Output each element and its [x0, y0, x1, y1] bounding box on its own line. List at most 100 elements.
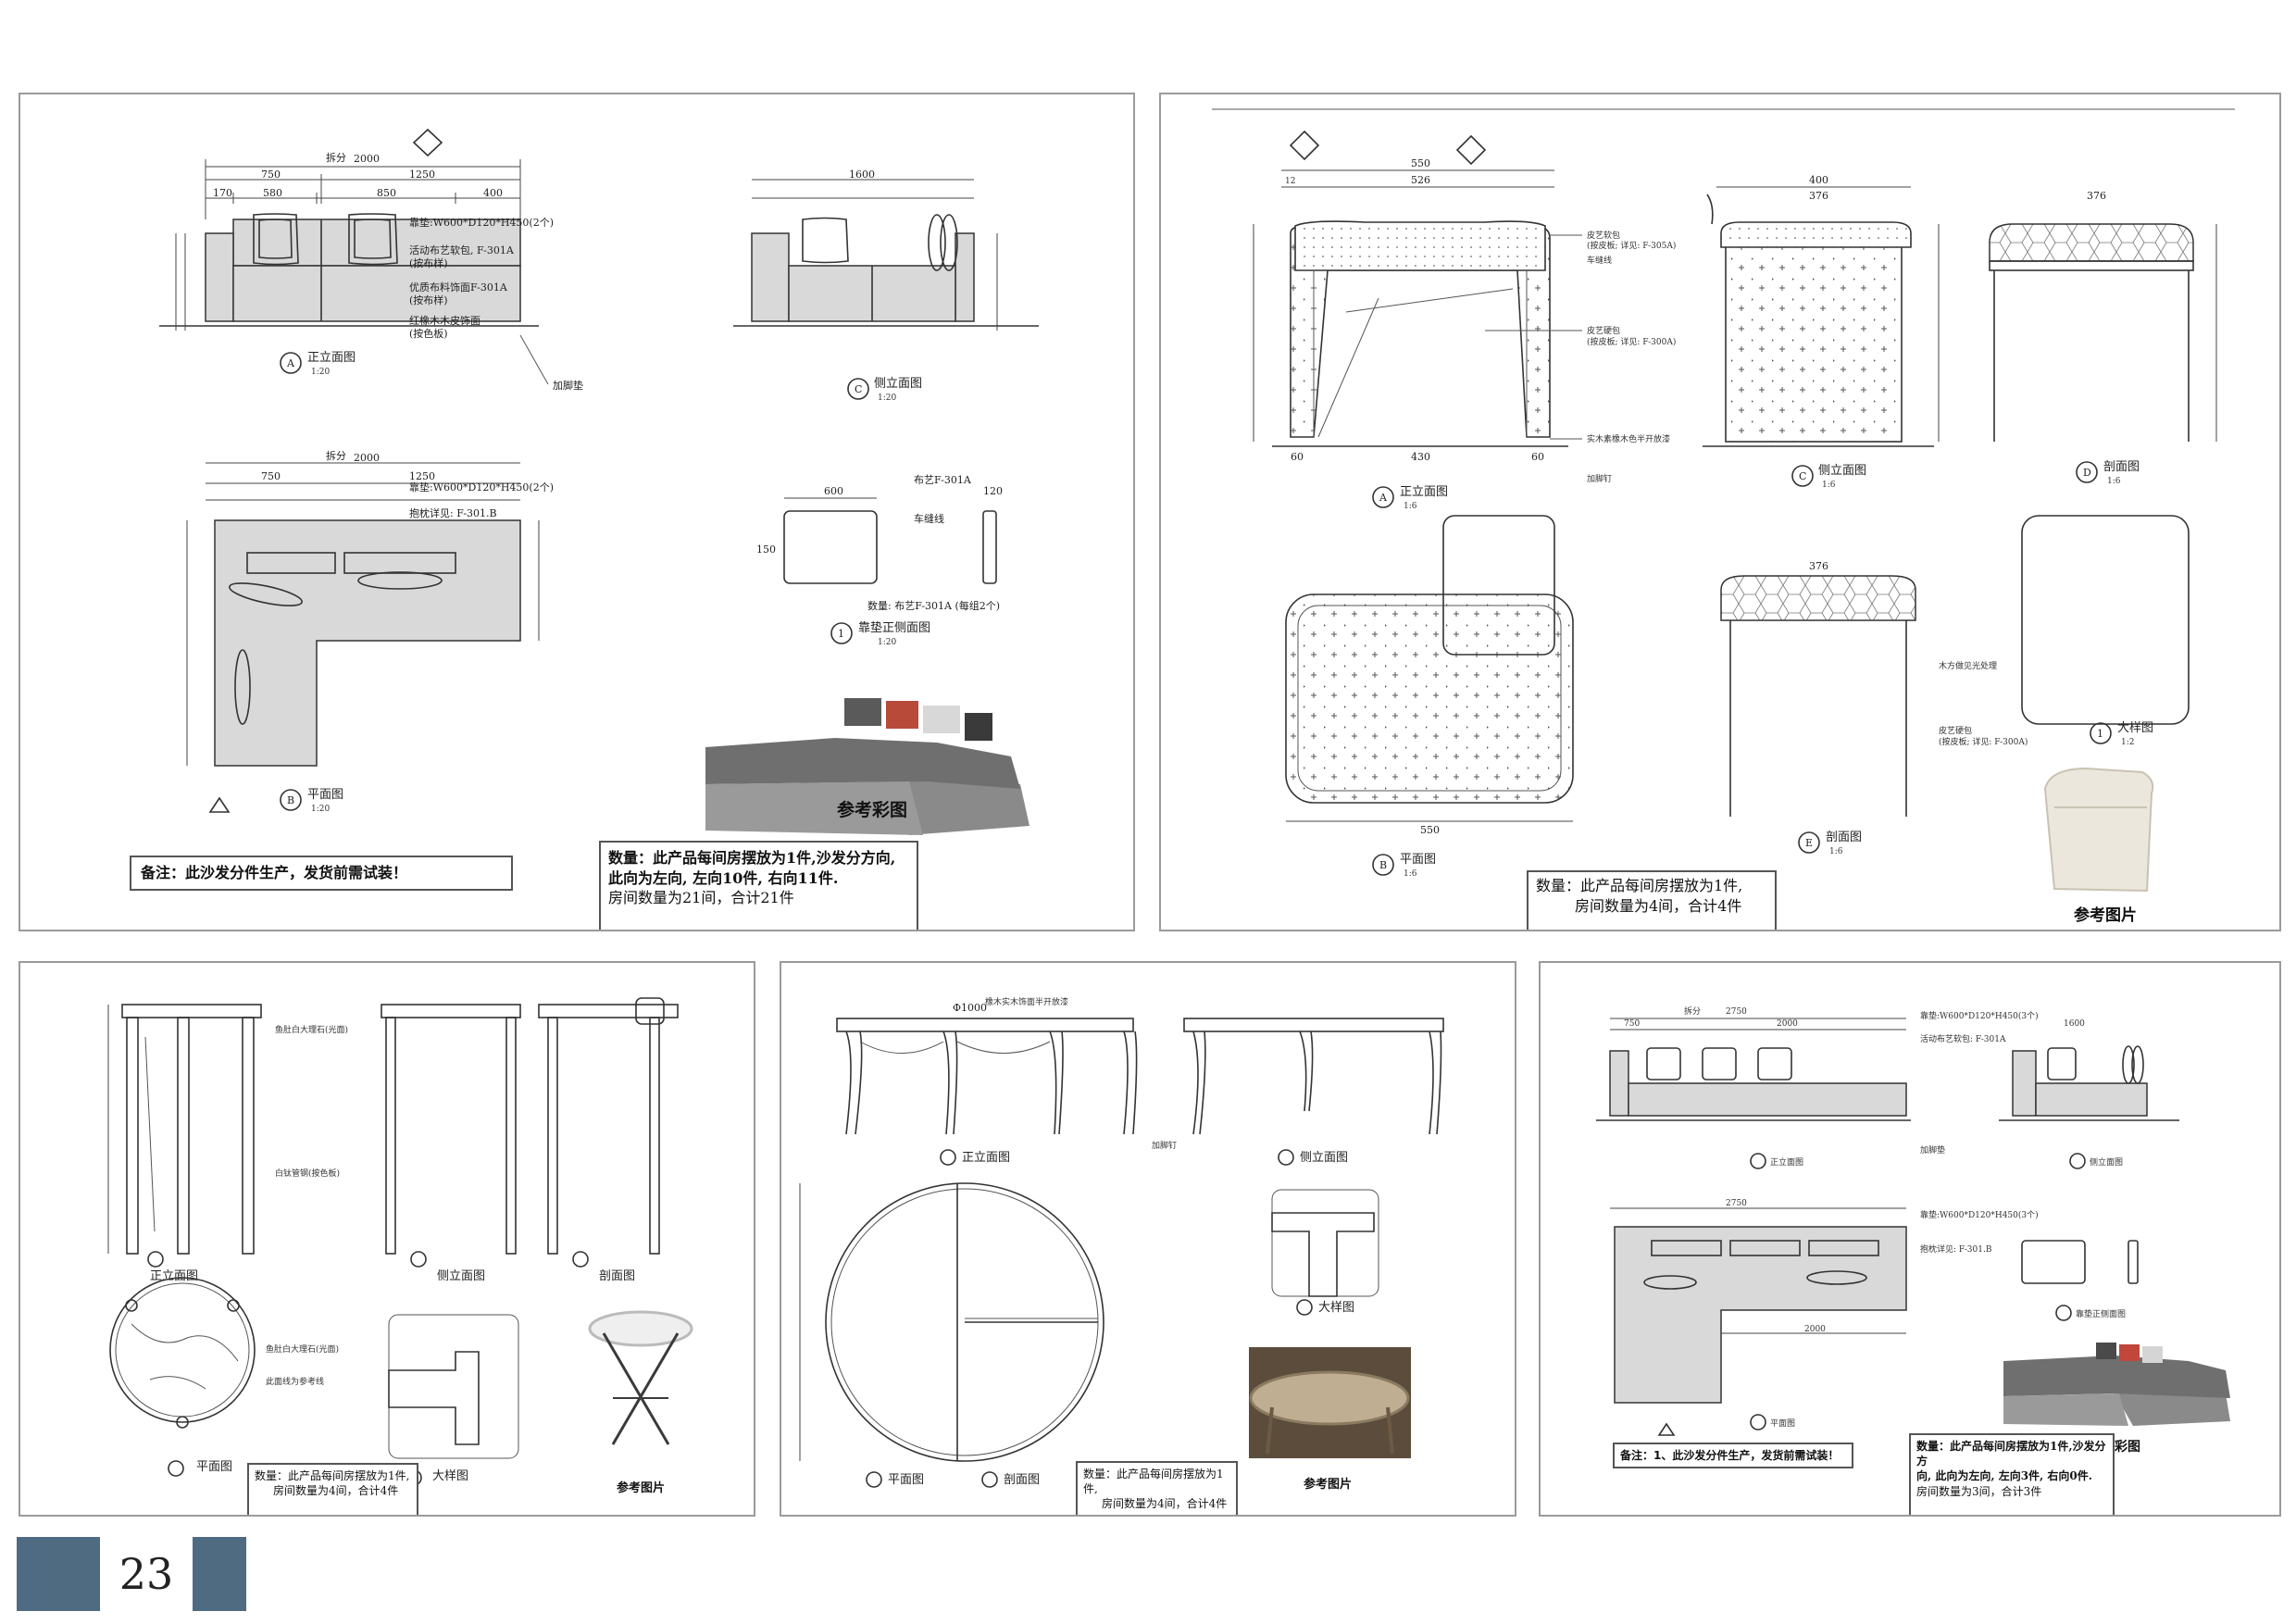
tag-stool-e: E: [1805, 837, 1813, 849]
sidetable-plan: 鱼肚白大理石(光面) 此面线为参考线 平面图: [109, 1277, 339, 1477]
largesofa-drawing-svg: 2750 拆分 2000 750 1600 靠垫:W600*D120*H450(…: [1596, 1006, 2230, 1436]
lbl-foot-5: 加脚垫: [1920, 1144, 1945, 1156]
qty3-line1: 数量：此产品每间房摆放为1件,: [255, 1469, 410, 1482]
dim-1600: 1600: [849, 169, 875, 181]
title-stool-section: 剖面图: [2103, 460, 2140, 474]
title-sidetable-side: 侧立面图: [437, 1269, 485, 1283]
largesofa-plan: 2750 2000 靠垫:W600*D120*H450(3个) 抱枕详见: F-…: [1610, 1199, 2039, 1436]
qty5-line1: 数量：此产品每间房摆放为1件,沙发分方: [1916, 1440, 2106, 1468]
lbl-leather-hard-e: 皮艺硬包: [1939, 725, 1972, 736]
label-wood: 红橡木木皮饰面: [409, 314, 480, 327]
lbl-wood: 实木素橡木色半开放漆: [1587, 433, 1670, 444]
lbl-cushion-plan-5: 靠垫:W600*D120*H450(3个): [1920, 1209, 2039, 1220]
title-largesofa-side: 侧立面图: [2090, 1156, 2123, 1168]
lbl-wood-treat: 木方做见光处理: [1939, 660, 1997, 671]
label-seam: 车缝线: [914, 512, 944, 525]
cushion-view: 600 120 150 布艺F-301A 车缝线 数量: 布艺F-301A (每…: [756, 474, 1003, 647]
dim-750-plan: 750: [261, 470, 281, 482]
title-largesofa-cushion: 靠垫正侧面图: [2076, 1308, 2126, 1319]
tag-front: A: [286, 357, 295, 369]
dim-170: 170: [213, 187, 232, 199]
lbl-marble: 鱼肚白大理石(光面): [275, 1024, 348, 1035]
dim-850: 850: [377, 187, 396, 199]
lbl-coffee-top: 橡木实木饰面半开放漆: [985, 996, 1068, 1007]
ref-caption-4: 参考图片: [1303, 1478, 1352, 1492]
dim-2750: 2750: [1726, 1007, 1747, 1017]
label-qty-cushion: 数量: 布艺F-301A (每组2个): [867, 599, 1000, 612]
coffeetable-side: 侧立面图: [1183, 1018, 1444, 1166]
label-pillow-plan: 抱枕详见: F-301.B: [409, 506, 497, 519]
dim-1600-5: 1600: [2064, 1019, 2085, 1029]
dim-2000: 2000: [1777, 1019, 1798, 1029]
label-cover-sub: (按布样): [409, 294, 448, 306]
dim-60-b: 60: [1531, 451, 1544, 463]
scale-cushion: 1:20: [878, 638, 896, 647]
tag-stool-side: C: [1799, 470, 1806, 482]
qty3-line2: 房间数量为4间，合计4件: [273, 1484, 399, 1498]
stool-drawing-svg: 550 526 430 60 60 12 A 正立面图 1:6 皮艺软包 (按皮…: [1212, 108, 2235, 893]
dim-750: 750: [261, 169, 281, 181]
tag-plan: B: [287, 794, 294, 806]
dim-1250-plan: 1250: [409, 470, 435, 482]
panel-sofa-drawing: 靠垫:W600*D120*H450(2个) 活动布艺软包, F-301A (按布…: [19, 93, 1135, 931]
scale-stool-side: 1:6: [1822, 481, 1836, 490]
qty4-line1: 数量：此产品每间房摆放为1件,: [1083, 1468, 1224, 1496]
title-stool-front: 正立面图: [1400, 485, 1448, 499]
title-coffee-detail: 大样图: [1318, 1301, 1354, 1315]
stool-reference-image: [2043, 767, 2154, 893]
qty5-line2: 向, 此向为左向, 左向3件, 右向0件.: [1916, 1469, 2092, 1483]
qty-box-4: 数量：此产品每间房摆放为1件, 房间数量为4间，合计4件: [1076, 1461, 1238, 1515]
ref-caption-3: 参考图片: [616, 1481, 665, 1495]
largesofa-reference-image: [2003, 1343, 2230, 1426]
dim-400: 400: [483, 187, 503, 199]
lbl-seam: 车缝线: [1587, 255, 1612, 266]
title-largesofa-plan: 平面图: [1770, 1418, 1795, 1429]
dim-total-plan: 2000: [354, 452, 380, 464]
scale-stool-detail: 1:2: [2121, 738, 2134, 747]
dim-coffee-dia: Φ1000: [953, 1002, 987, 1014]
sidetable-detail: 大样图: [388, 1314, 519, 1486]
dim-430: 430: [1411, 451, 1430, 463]
coffeetable-plan: 平面图 剖面图: [799, 1182, 1104, 1488]
coffeetable-front: Φ1000 橡木实木饰面半开放漆 加脚钉 正立面图: [836, 996, 1177, 1166]
remark-text-5: 备注：1、此沙发分件生产，发货前需试装！: [1620, 1449, 1840, 1462]
qty4-line2: 房间数量为4间，合计4件: [1102, 1497, 1228, 1511]
title-stool-e: 剖面图: [1826, 831, 1862, 844]
sofa-reference-image: [705, 698, 1029, 835]
stool-front-elevation: 550 526 430 60 60 12 A 正立面图 1:6 皮艺软包 (按皮…: [1253, 130, 1676, 511]
stool-section-e: 376 E 剖面图 1:6 木方做见光处理 皮艺硬包 (按皮板; 详见: F-3…: [1442, 515, 2190, 856]
page-number: 23: [100, 1537, 193, 1611]
qty-box-5: 数量：此产品每间房摆放为1件,沙发分方 向, 此向为左向, 左向3件, 右向0件…: [1909, 1433, 2115, 1515]
tag-stool-plan: B: [1379, 859, 1387, 871]
dim-376-d: 376: [2087, 190, 2106, 202]
dim-2750-plan: 2750: [1726, 1199, 1747, 1208]
lbl-nail: 加脚钉: [1587, 474, 1612, 484]
stool-section-d: 376 D 剖面图 1:6: [1989, 190, 2217, 486]
dim-600: 600: [824, 485, 843, 497]
remark-box-5: 备注：1、此沙发分件生产，发货前需试装！: [1613, 1443, 1853, 1468]
tag-cushion: 1: [838, 628, 844, 640]
dim-1250: 1250: [409, 169, 435, 181]
qty-box-1: 数量：此产品每间房摆放为1件,沙发分方向, 此向为左向, 左向10件, 右向11…: [599, 841, 918, 930]
lbl-leather-soft: 皮艺软包: [1587, 230, 1620, 241]
coffeetable-reference-image: [1249, 1347, 1411, 1458]
title-side: 侧立面图: [874, 377, 922, 391]
scale-plan: 1:20: [311, 805, 330, 814]
dim-120: 120: [983, 485, 1003, 497]
split-label-5: 拆分: [1684, 1006, 1701, 1017]
split-label-plan: 拆分: [326, 449, 346, 462]
scale-side: 1:20: [878, 394, 896, 403]
coffeetable-detail: 大样图: [1271, 1189, 1379, 1316]
sofa-drawing-svg: 靠垫:W600*D120*H450(2个) 活动布艺软包, F-301A (按布…: [159, 128, 1039, 835]
qty5-line3: 房间数量为3间，合计3件: [1916, 1484, 2042, 1498]
title-sidetable-plan: 平面图: [196, 1460, 232, 1474]
title-stool-side: 侧立面图: [1818, 464, 1866, 478]
dim-376-e: 376: [1809, 560, 1828, 572]
lbl-coffee-nail: 加脚钉: [1152, 1141, 1177, 1151]
scale-stool-front: 1:6: [1404, 502, 1417, 511]
dim-2000-plan: 2000: [1804, 1325, 1826, 1334]
title-stool-plan: 平面图: [1400, 853, 1436, 867]
lbl-marble-plan: 鱼肚白大理石(光面): [266, 1343, 339, 1355]
dim-526: 526: [1411, 174, 1430, 186]
ref-caption-1: 参考彩图: [836, 800, 907, 820]
